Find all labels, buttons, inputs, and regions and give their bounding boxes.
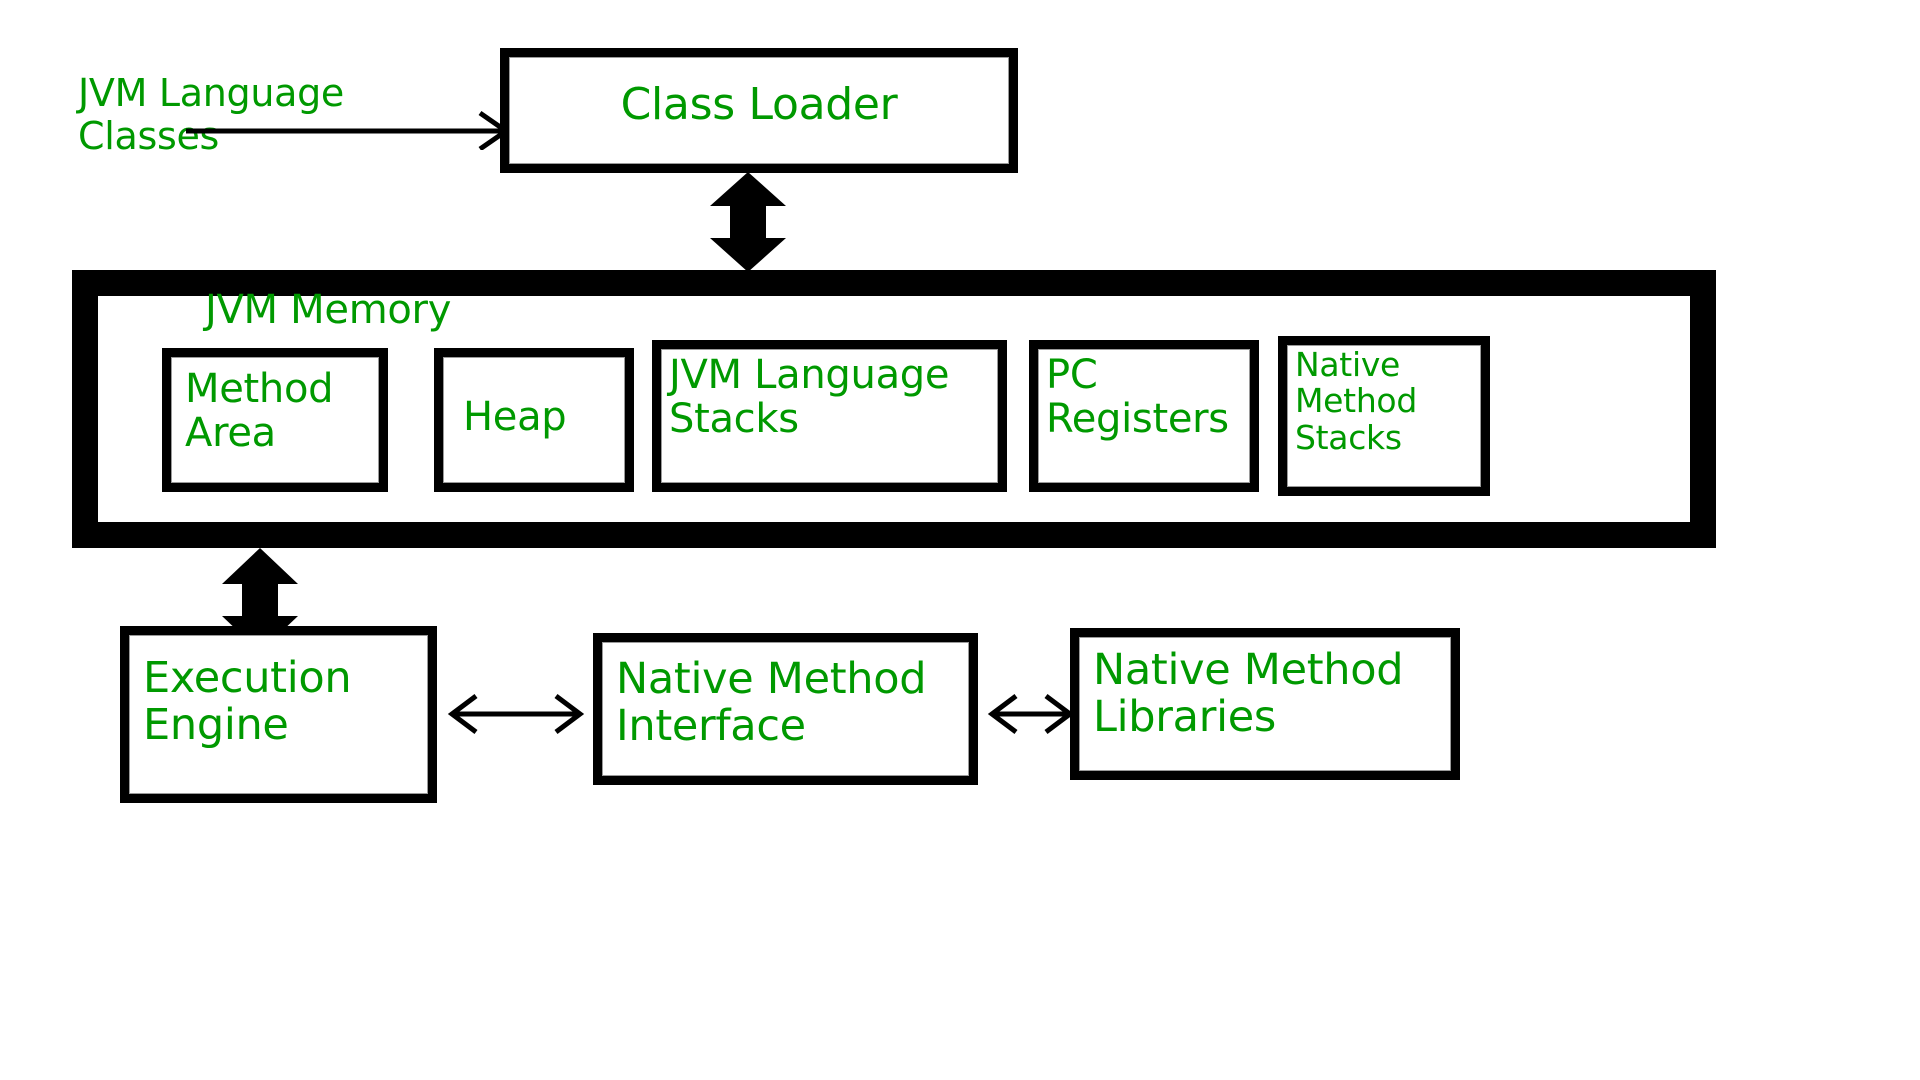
execution-engine-inner: [129, 635, 428, 794]
method-area-inner: [171, 357, 379, 483]
native-method-stacks-inner: [1287, 345, 1481, 487]
memory-region-jvm-language-stacks[interactable]: JVM Language Stacks: [652, 340, 1007, 492]
memory-region-method-area[interactable]: Method Area: [162, 348, 388, 492]
native-method-libraries-label: Native Method Libraries: [1093, 645, 1404, 743]
native-method-libraries-inner: [1079, 637, 1451, 771]
jvm-language-stacks-inner: [661, 349, 998, 483]
class-loader-box-inner: [509, 57, 1009, 164]
pc-registers-inner: [1038, 349, 1250, 483]
pc-registers-label: PC Registers: [1046, 352, 1229, 442]
native-method-interface-label: Native Method Interface: [616, 654, 927, 752]
jvm-memory-label: JVM Memory: [205, 287, 452, 333]
native-method-interface-inner: [602, 642, 969, 776]
connector-loader-to-memory: [700, 172, 796, 272]
input-label-jvm-language-classes: JVM Language Classes: [78, 71, 344, 158]
class-loader-label: Class Loader: [620, 79, 898, 130]
method-area-label: Method Area: [185, 366, 334, 456]
connector-interface-to-libraries: [982, 686, 1080, 742]
execution-engine-label: Execution Engine: [143, 653, 352, 751]
memory-region-native-method-stacks[interactable]: Native Method Stacks: [1278, 336, 1490, 496]
memory-region-pc-registers[interactable]: PC Registers: [1029, 340, 1259, 492]
execution-engine-box[interactable]: Execution Engine: [120, 626, 437, 803]
native-method-libraries-box[interactable]: Native Method Libraries: [1070, 628, 1460, 780]
class-loader-box[interactable]: Class Loader: [500, 48, 1018, 173]
heap-inner: [443, 357, 625, 483]
connector-classes-to-loader: [186, 100, 516, 150]
connector-engine-to-interface: [440, 686, 592, 742]
native-method-stacks-label: Native Method Stacks: [1295, 345, 1417, 457]
native-method-interface-box[interactable]: Native Method Interface: [593, 633, 978, 785]
jvm-language-stacks-label: JVM Language Stacks: [669, 352, 950, 442]
memory-region-heap[interactable]: Heap: [434, 348, 634, 492]
heap-label: Heap: [463, 394, 567, 440]
